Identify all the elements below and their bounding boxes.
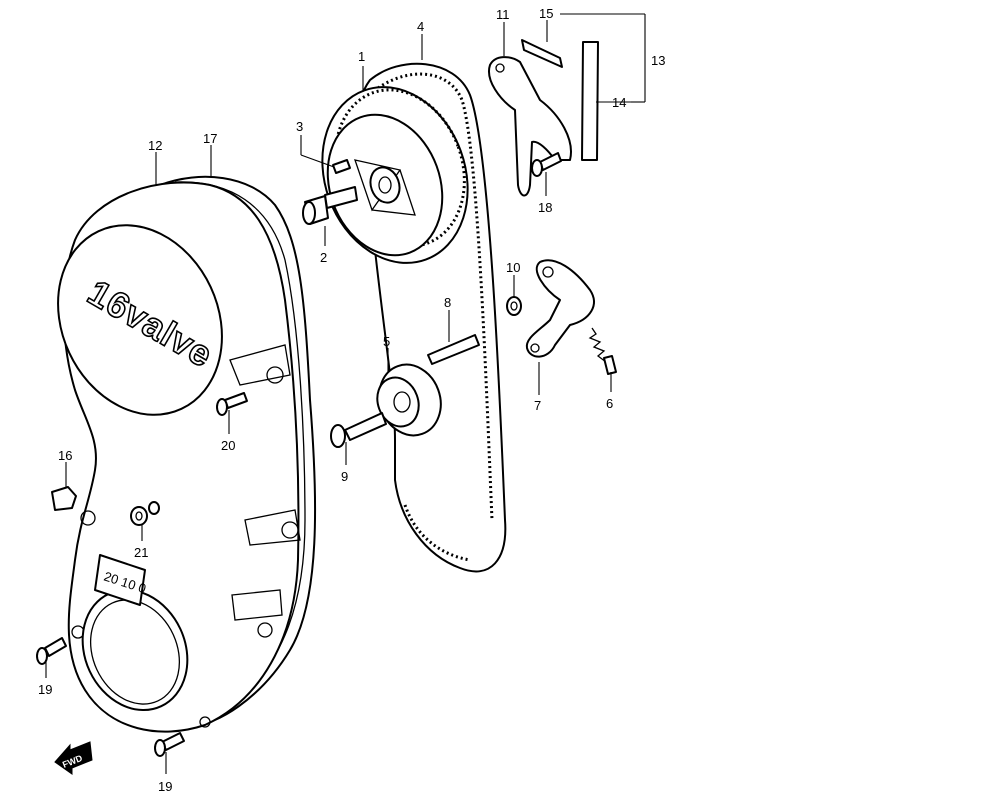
tensioner-spring <box>588 327 617 375</box>
callout-3: 3 <box>296 119 303 134</box>
callout-5: 5 <box>383 334 390 349</box>
callout-labels: 1 2 3 4 5 6 7 8 9 10 11 12 13 14 15 16 1… <box>38 6 665 794</box>
outside-cover: 16valve 20 10 0 <box>57 175 317 733</box>
leader-lines <box>45 13 646 774</box>
callout-19-bottom: 19 <box>158 779 172 794</box>
seal-upper <box>521 39 563 68</box>
camshaft-pulley <box>321 86 469 264</box>
callout-7: 7 <box>534 398 541 413</box>
callout-10: 10 <box>506 260 520 275</box>
cover-bolt-bottom <box>154 732 185 757</box>
callout-4: 4 <box>417 19 424 34</box>
cover-clip <box>51 486 77 511</box>
callout-6: 6 <box>606 396 613 411</box>
fwd-arrow-icon: FWD <box>54 741 93 775</box>
callout-17: 17 <box>203 131 217 146</box>
washer <box>506 296 522 316</box>
inside-cover-bolt <box>531 152 562 177</box>
tensioner-bolt <box>330 412 387 448</box>
callout-18: 18 <box>538 200 552 215</box>
callout-14: 14 <box>612 95 626 110</box>
callout-20: 20 <box>221 438 235 453</box>
callout-15: 15 <box>539 6 553 21</box>
callout-2: 2 <box>320 250 327 265</box>
cover-bolt-left <box>36 637 67 665</box>
pulley-pin <box>332 159 351 174</box>
callout-9: 9 <box>341 469 348 484</box>
tensioner-plate <box>525 259 595 358</box>
tensioner-pulley <box>376 363 442 437</box>
tensioner-stud <box>427 334 480 365</box>
pulley-bolt <box>302 186 358 225</box>
callout-19-left: 19 <box>38 682 52 697</box>
callout-12: 12 <box>148 138 162 153</box>
callout-11: 11 <box>496 7 510 22</box>
callout-21: 21 <box>134 545 148 560</box>
callout-13: 13 <box>651 53 665 68</box>
callout-16: 16 <box>58 448 72 463</box>
grommet <box>130 501 160 526</box>
cover-bolt-upper <box>216 392 248 416</box>
inside-cover <box>488 56 572 197</box>
callout-1: 1 <box>358 49 365 64</box>
callout-8: 8 <box>444 295 451 310</box>
seal-long <box>581 41 599 161</box>
